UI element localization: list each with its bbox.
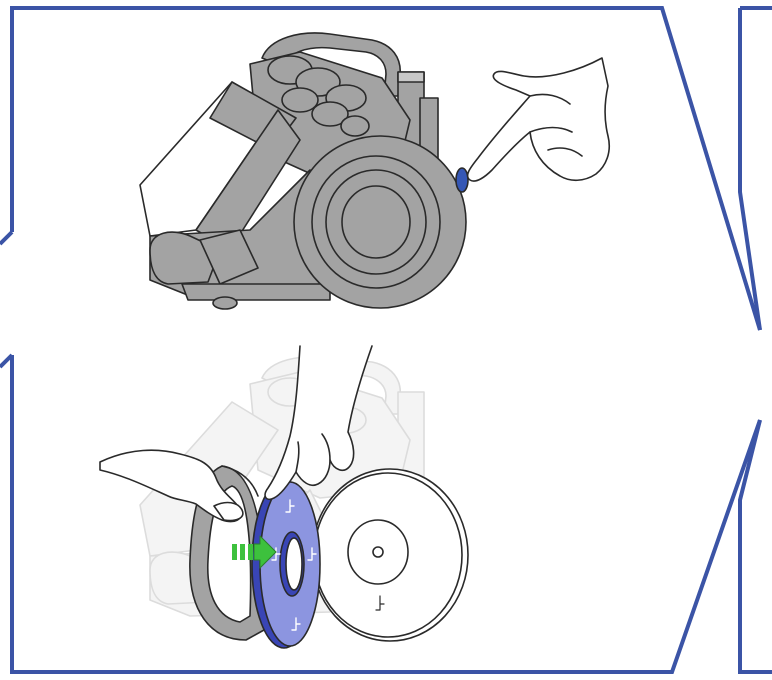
left-hand-thumb [213, 501, 244, 522]
right-hand [264, 345, 373, 501]
top-panel-frame [10, 6, 762, 331]
vacuum-release-button-press-icon [139, 32, 611, 310]
bottom-panel-frame-left-cut [0, 353, 14, 369]
side-cover [311, 468, 469, 642]
hands [99, 345, 373, 523]
right-panel-frame-body-lower [738, 419, 772, 674]
pointing-hand [466, 57, 611, 182]
vacuum-side-wheel [293, 135, 467, 309]
filter-clip-marks [271, 499, 317, 631]
release-button [455, 167, 469, 193]
right-hand-fingers [295, 433, 331, 473]
right-panel-frame-body [738, 8, 762, 331]
vacuum-rear-column-cap [397, 71, 425, 83]
green-arrow-right-icon [232, 535, 277, 569]
vacuum-base [181, 283, 331, 301]
blue-filter [251, 479, 321, 649]
panel-frames [0, 6, 772, 674]
pointing-hand-fingers [529, 93, 583, 157]
vacuum-cyclone-cones [267, 55, 370, 137]
vacuum-filter-removal-icon [99, 345, 469, 649]
bottom-panel-frame [10, 355, 762, 674]
top-panel-frame-left-cut [0, 230, 14, 246]
vacuum-hose [149, 229, 259, 285]
vacuum-front-wheel [212, 296, 238, 310]
